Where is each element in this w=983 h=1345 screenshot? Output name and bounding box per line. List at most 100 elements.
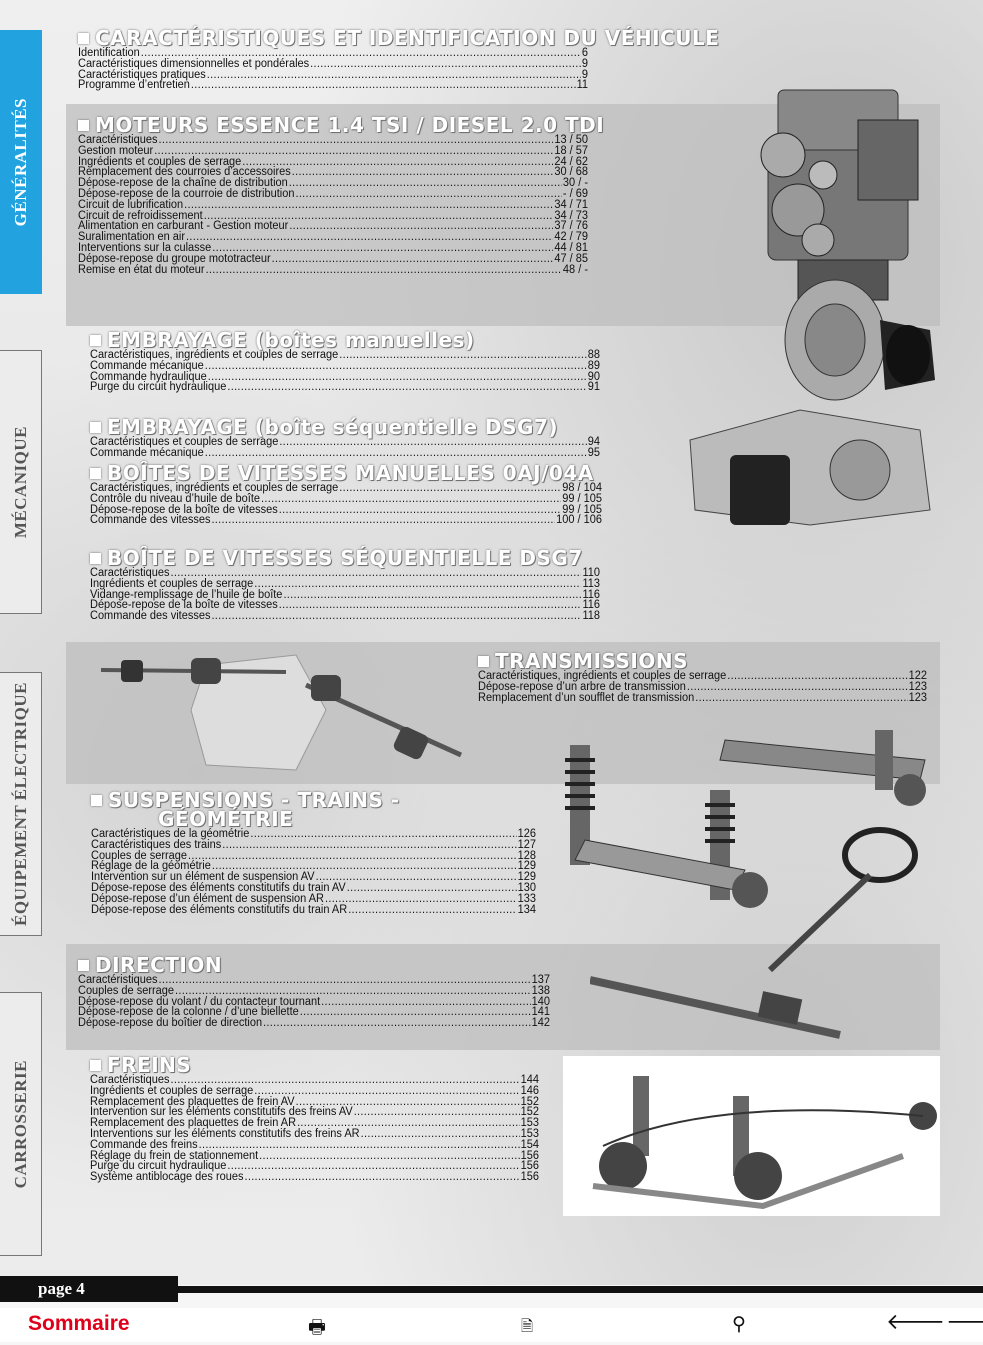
- toc-entry[interactable]: Dépose-repose d’un élément de suspension…: [91, 893, 536, 905]
- toc-entry[interactable]: Commande des vitesses100 / 106: [90, 515, 602, 526]
- toc-entry[interactable]: Purge du circuit hydraulique156: [90, 1161, 539, 1172]
- toc-entry[interactable]: Système antiblocage des roues156: [90, 1170, 539, 1184]
- tab-mecanique[interactable]: MÉCANIQUE: [0, 350, 42, 614]
- toc-entry-page: 9: [581, 68, 588, 81]
- toc-entry[interactable]: Remise en état du moteur48 / -: [78, 264, 588, 275]
- toc-entry[interactable]: Couples de serrage138: [78, 985, 550, 997]
- toc-entry[interactable]: Couples de serrage128: [91, 850, 536, 861]
- toc-entry[interactable]: Ingrédients et couples de serrage113: [90, 578, 600, 590]
- toc-entry[interactable]: Caractéristiques de la géométrie126: [91, 828, 536, 840]
- toc-entry[interactable]: Caractéristiques, ingrédients et couples…: [90, 349, 600, 361]
- toc-entry[interactable]: Dépose-repose du boîtier de direction142: [78, 1017, 550, 1029]
- toc-entry[interactable]: Commande des freins154: [90, 1139, 539, 1151]
- toc-entry-title: Suralimentation en air: [78, 230, 186, 244]
- toc-entry-page: 99 / 105: [562, 492, 602, 506]
- toc-entry[interactable]: Ingrédients et couples de serrage24 / 62: [78, 156, 588, 167]
- sommaire-link[interactable]: Sommaire: [28, 1312, 130, 1335]
- toc-entry[interactable]: Interventions sur les éléments constitut…: [90, 1128, 539, 1140]
- toc-entry-title: Dépose-repose des éléments constitutifs …: [91, 881, 346, 895]
- toc-entry[interactable]: Commande des vitesses118: [90, 610, 600, 622]
- toc-entry-page: 110: [582, 566, 600, 580]
- toc-dot-leader: [279, 437, 586, 448]
- arrow-left-icon[interactable]: 🡐: [886, 1309, 945, 1334]
- toc-entry[interactable]: Gestion moteur18 / 57: [78, 145, 588, 157]
- toc-entry[interactable]: Dépose-repose de la boîte de vitesses116: [90, 600, 600, 611]
- binoculars-icon[interactable]: ⚲: [732, 1314, 746, 1335]
- toc-entry[interactable]: Caractéristiques, ingrédients et couples…: [478, 670, 927, 682]
- toc-entry[interactable]: Caractéristiques des trains 127: [91, 838, 536, 852]
- toc-entry[interactable]: Caractéristiques, ingrédients et couples…: [90, 482, 602, 494]
- toc-entry-title: Circuit de lubrification: [78, 198, 184, 212]
- toc-entry[interactable]: Dépose-repose de la courroie de distribu…: [78, 188, 588, 200]
- toc-entry-page: 141: [531, 1006, 550, 1019]
- toc-entry[interactable]: Remplacement des plaquettes de frein AV1…: [90, 1096, 539, 1107]
- toc-entry[interactable]: Caractéristiques et couples de serrage94: [90, 436, 600, 448]
- toc-entry[interactable]: Caractéristiques pratiques9: [78, 69, 588, 80]
- toc-entry-title: Caractéristiques des trains: [91, 838, 222, 852]
- toc-entry-title: Purge du circuit hydraulique: [90, 381, 227, 394]
- section-title: MOTEURS ESSENCE 1.4 TSI / DIESEL 2.0 TDI: [78, 115, 604, 135]
- toc-entry[interactable]: Caractéristiques137: [78, 973, 550, 987]
- toc-entry-title: Caractéristiques dimensionnelles et pond…: [78, 57, 310, 71]
- toc-entry[interactable]: Vidange-remplissage de l’huile de boîte1…: [90, 589, 600, 600]
- toc-entry[interactable]: Dépose-repose d’un arbre de transmission…: [478, 681, 927, 693]
- toc-entry[interactable]: Circuit de refroidissement34 / 73: [78, 210, 588, 221]
- toc-entry[interactable]: Dépose-repose des éléments constitutifs …: [91, 904, 536, 915]
- toc-entry-page: 127: [517, 838, 536, 852]
- toc-entry[interactable]: Dépose-repose des éléments constitutifs …: [91, 881, 536, 895]
- toc-entry[interactable]: Caractéristiques dimensionnelles et pond…: [78, 57, 588, 71]
- toc-entry-title: Programme d’entretien: [78, 79, 190, 92]
- arrow-right-icon[interactable]: 🡒: [946, 1309, 983, 1334]
- toc-entry[interactable]: Remplacement d’un soufflet de transmissi…: [478, 692, 927, 703]
- toc-entry[interactable]: Commande mécanique89: [90, 360, 600, 372]
- toc-entry[interactable]: Programme d’entretien11: [78, 80, 588, 91]
- toc-entry-title: Identification: [78, 46, 140, 60]
- toc-entry[interactable]: Purge du circuit hydraulique91: [90, 382, 600, 393]
- section-transmissions: TRANSMISSIONS Caractéristiques, ingrédie…: [478, 651, 927, 703]
- toc-entry-page: 137: [531, 973, 550, 987]
- toc-entry[interactable]: Circuit de lubrification34 / 71: [78, 198, 588, 212]
- toc-entry[interactable]: Dépose-repose du groupe mototracteur47 /…: [78, 253, 588, 264]
- toc-dot-leader: [184, 200, 553, 211]
- toc-entry[interactable]: Commande hydraulique90: [90, 371, 600, 382]
- toc-entry-title: Circuit de refroidissement: [78, 209, 203, 222]
- toc-entry[interactable]: Contrôle du niveau d’huile de boîte99 / …: [90, 492, 602, 506]
- toc-entry[interactable]: Alimentation en carburant - Gestion mote…: [78, 221, 588, 232]
- navigation-bar: [0, 1308, 983, 1342]
- toc-entry[interactable]: Commande mécanique95: [90, 447, 600, 459]
- toc-dot-leader: [158, 135, 553, 146]
- toc-entry[interactable]: Intervention sur un élément de suspensio…: [91, 871, 536, 883]
- brakes-illustration: [563, 1056, 940, 1216]
- tab-carrosserie[interactable]: CARROSSERIE: [0, 992, 42, 1256]
- toc-entry-page: 156: [520, 1149, 539, 1162]
- toc-dot-leader: [254, 579, 581, 590]
- document-icon[interactable]: 🗎: [521, 1318, 534, 1335]
- toc-dot-leader: [205, 361, 587, 372]
- toc-entry[interactable]: Réglage de la géométrie129: [91, 861, 536, 872]
- toc-entry[interactable]: Dépose-repose de la colonne / d’une biel…: [78, 1007, 550, 1018]
- toc-entry[interactable]: Dépose-repose de la boîte de vitesses99 …: [90, 504, 602, 515]
- toc-entry-page: 156: [520, 1160, 539, 1173]
- printer-icon[interactable]: 🖶: [308, 1317, 326, 1338]
- toc-entry[interactable]: Dépose-repose du volant / du contacteur …: [78, 996, 550, 1007]
- toc-entry-title: Commande hydraulique: [90, 370, 207, 383]
- toc-entry[interactable]: Dépose-repose de la chaîne de distributi…: [78, 177, 588, 189]
- toc-entry[interactable]: Ingrédients et couples de serrage146: [90, 1085, 539, 1097]
- toc-entry[interactable]: Remplacement des plaquettes de frein AR1…: [90, 1117, 539, 1129]
- toc-entry-title: Réglage du frein de stationnement: [90, 1149, 259, 1162]
- toc-entry-title: Dépose-repose du groupe mototracteur: [78, 252, 271, 266]
- toc-entry-page: 9: [581, 57, 588, 71]
- tab-generalites[interactable]: GÉNÉRALITÉS: [0, 30, 42, 294]
- toc-entry[interactable]: Suralimentation en air42 / 79: [78, 230, 588, 244]
- tab-equipement-electrique[interactable]: ÉQUIPEMENT ÉLECTRIQUE: [0, 672, 42, 936]
- toc-entry[interactable]: Caractéristiques13 / 50: [78, 134, 588, 146]
- toc-entry[interactable]: Caractéristiques110: [90, 566, 600, 580]
- toc-entry[interactable]: Identification6: [78, 46, 588, 60]
- toc-entry[interactable]: Intervention sur les éléments constituti…: [90, 1107, 539, 1118]
- toc-entry-title: Système antiblocage des roues: [90, 1170, 244, 1184]
- toc-entry[interactable]: Remplacement des courroies d’accessoires…: [78, 167, 588, 178]
- toc-entry-page: 116: [582, 599, 600, 612]
- toc-entry[interactable]: Interventions sur la culasse44 / 81: [78, 242, 588, 254]
- toc-entry[interactable]: Caractéristiques144: [90, 1074, 539, 1086]
- toc-entry[interactable]: Réglage du frein de stationnement 156: [90, 1150, 539, 1161]
